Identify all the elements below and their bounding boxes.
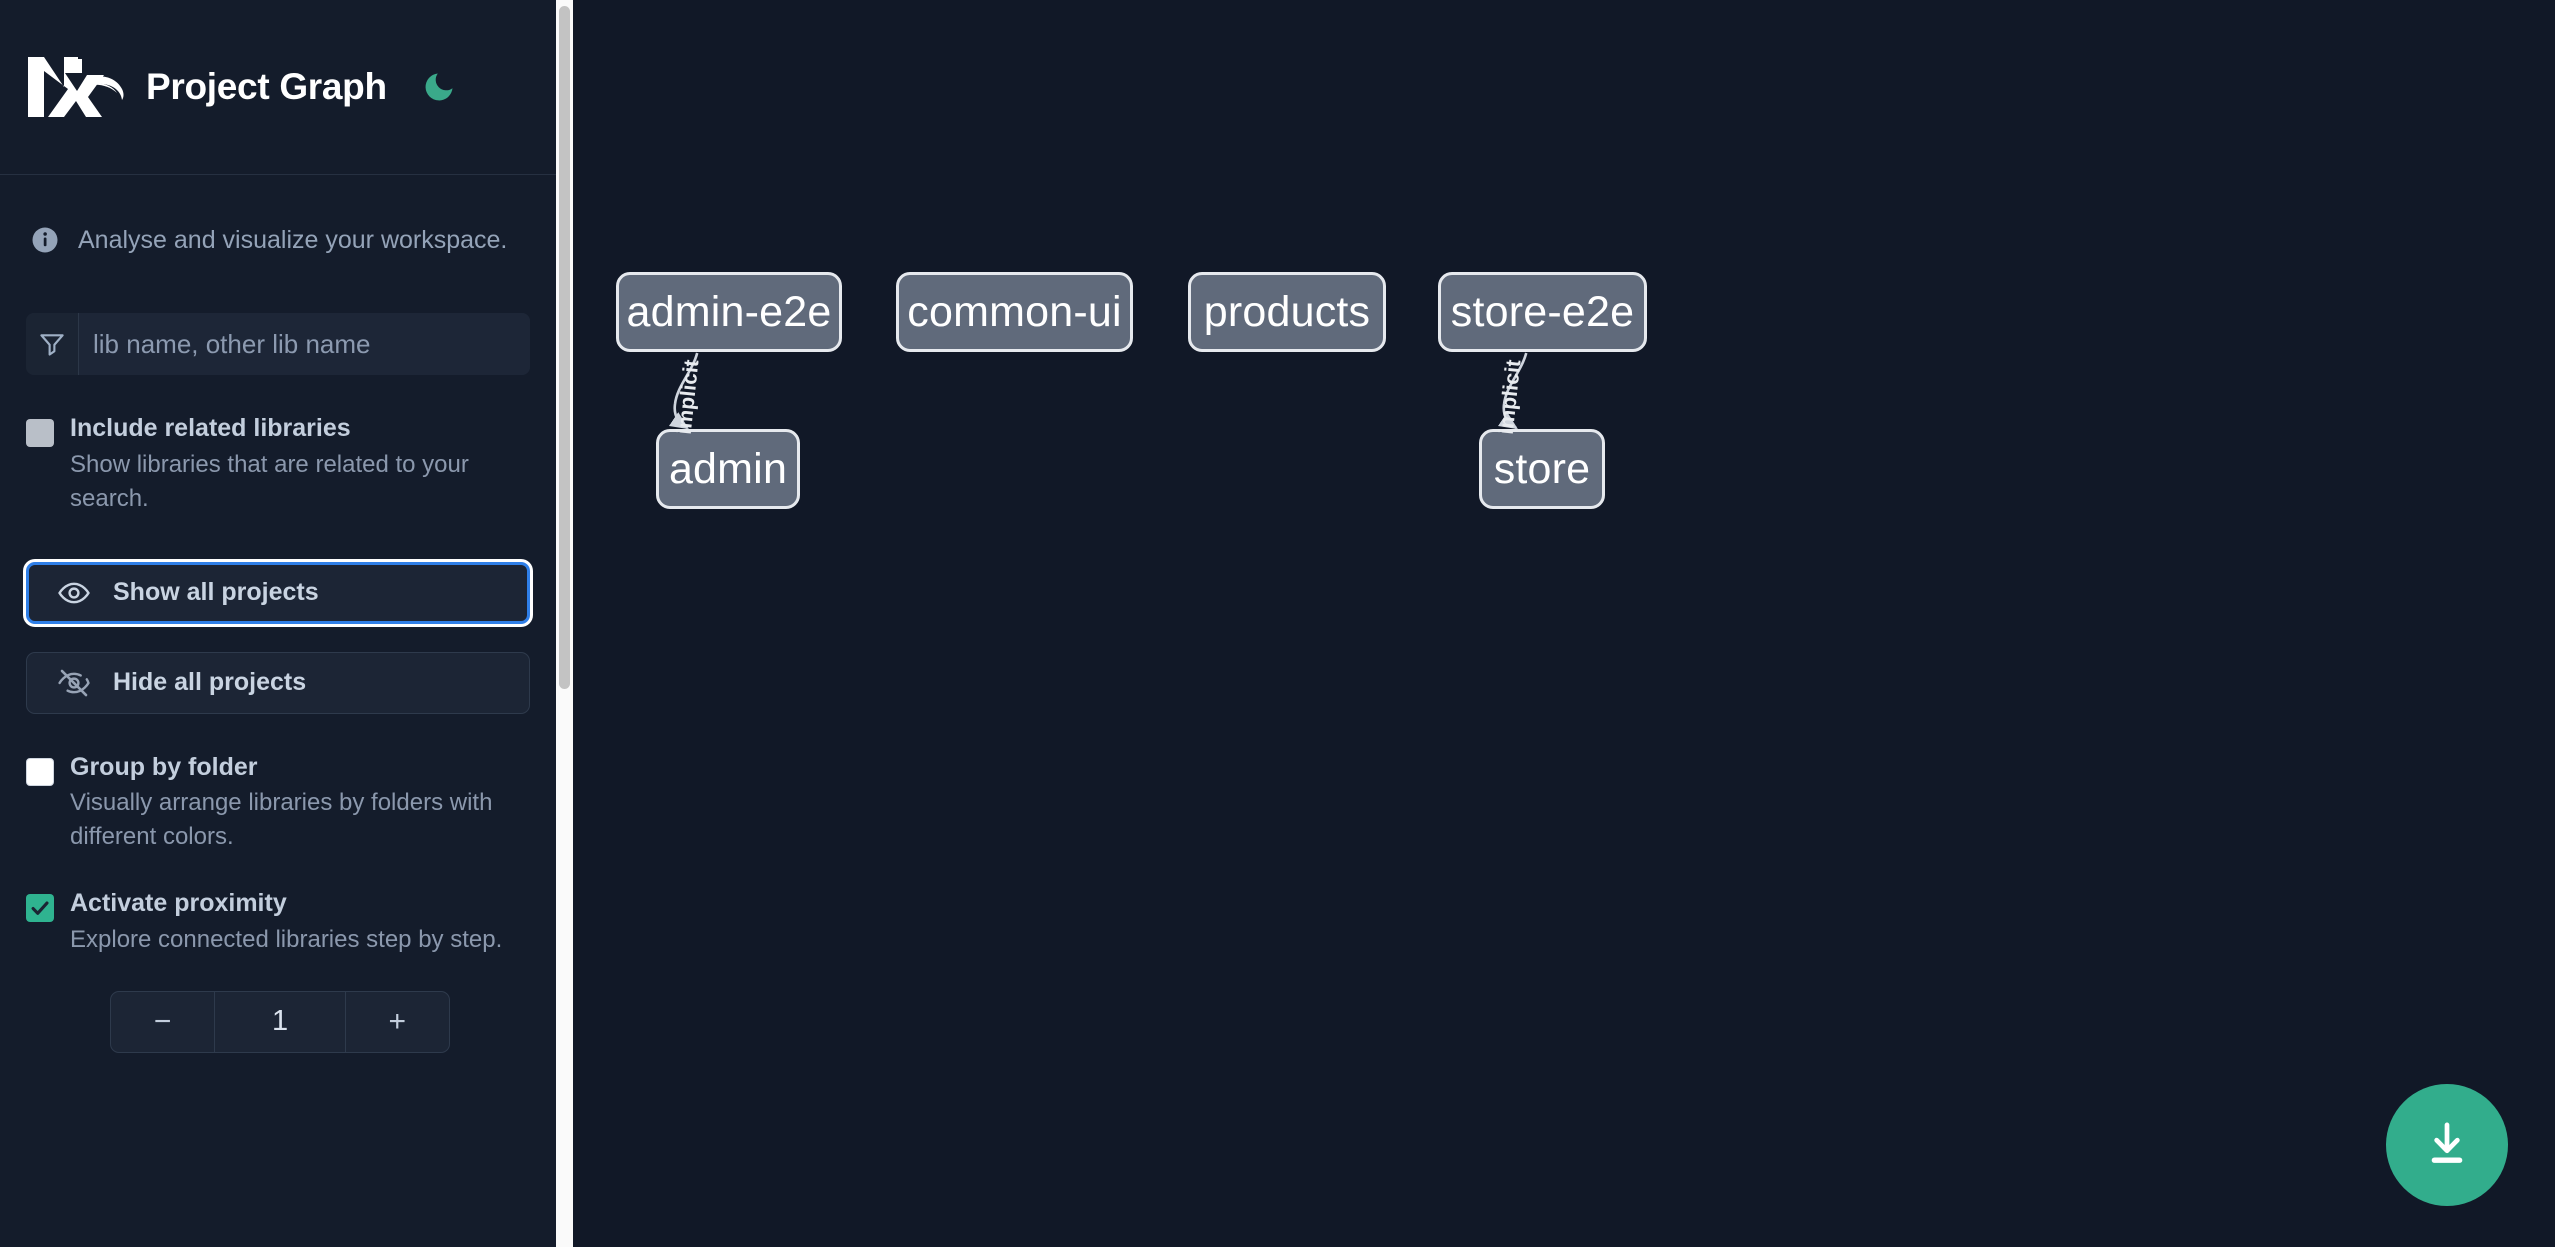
eye-off-icon [57,666,91,700]
group-by-folder-checkbox[interactable] [26,757,54,786]
search-bar [26,313,530,375]
option-text: Group by folder Visually arrange librari… [70,752,530,855]
proximity-value[interactable]: 1 [214,991,346,1052]
option-group-by-folder[interactable]: Group by folder Visually arrange librari… [0,752,556,855]
graph-node-products[interactable]: products [1188,272,1386,352]
graph-node-common-ui[interactable]: common-ui [896,272,1133,352]
page-title: Project Graph [146,66,387,107]
proximity-stepper: − 1 + [110,990,450,1053]
hide-all-projects-label: Hide all projects [113,668,307,697]
download-icon [2420,1117,2474,1174]
option-label: Activate proximity [70,889,287,918]
graph-node-store[interactable]: store [1479,429,1605,509]
eye-icon [57,576,91,610]
graph-node-store-e2e[interactable]: store-e2e [1438,272,1647,352]
tagline-text: Analyse and visualize your workspace. [78,225,508,254]
graph-edge-label-admin-implicit: implicit [672,358,704,436]
moon-icon[interactable] [417,65,461,109]
graph-edge-label-store-implicit: implicit [1494,358,1526,436]
option-activate-proximity[interactable]: Activate proximity Explore connected lib… [0,888,556,957]
activate-proximity-checkbox[interactable] [26,894,54,923]
proximity-decrement-button[interactable]: − [153,1004,172,1038]
show-all-projects-button[interactable]: Show all projects [26,561,530,624]
graph-canvas[interactable]: admin-e2e common-ui products store-e2e a… [556,0,2555,1247]
option-description: Visually arrange libraries by folders wi… [70,789,493,851]
sidebar-scrollbar-track[interactable] [556,0,573,1247]
option-description: Show libraries that are related to your … [70,450,469,512]
sidebar: Project Graph Analyse and visualize your… [0,0,556,1247]
option-text: Activate proximity Explore connected lib… [70,888,502,957]
option-text: Include related libraries Show libraries… [70,413,530,516]
sidebar-scrollbar-thumb[interactable] [559,6,570,689]
include-related-libraries-checkbox[interactable] [26,419,54,447]
filter-icon[interactable] [26,313,79,375]
download-graph-button[interactable] [2386,1084,2508,1206]
option-include-related-libraries[interactable]: Include related libraries Show libraries… [0,413,556,516]
info-icon [30,225,60,255]
search-input[interactable] [79,313,530,375]
graph-node-admin[interactable]: admin [656,429,800,509]
show-all-projects-label: Show all projects [113,578,319,607]
hide-all-projects-button[interactable]: Hide all projects [26,651,530,714]
proximity-increment-button[interactable]: + [388,1004,407,1038]
option-description: Explore connected libraries step by step… [70,925,503,953]
sidebar-header: Project Graph [0,0,556,175]
option-label: Include related libraries [70,414,351,442]
option-label: Group by folder [70,752,258,781]
graph-node-admin-e2e[interactable]: admin-e2e [616,272,842,352]
tagline: Analyse and visualize your workspace. [0,175,556,271]
graph-edges [668,352,1528,430]
nx-logo-icon [26,53,130,121]
